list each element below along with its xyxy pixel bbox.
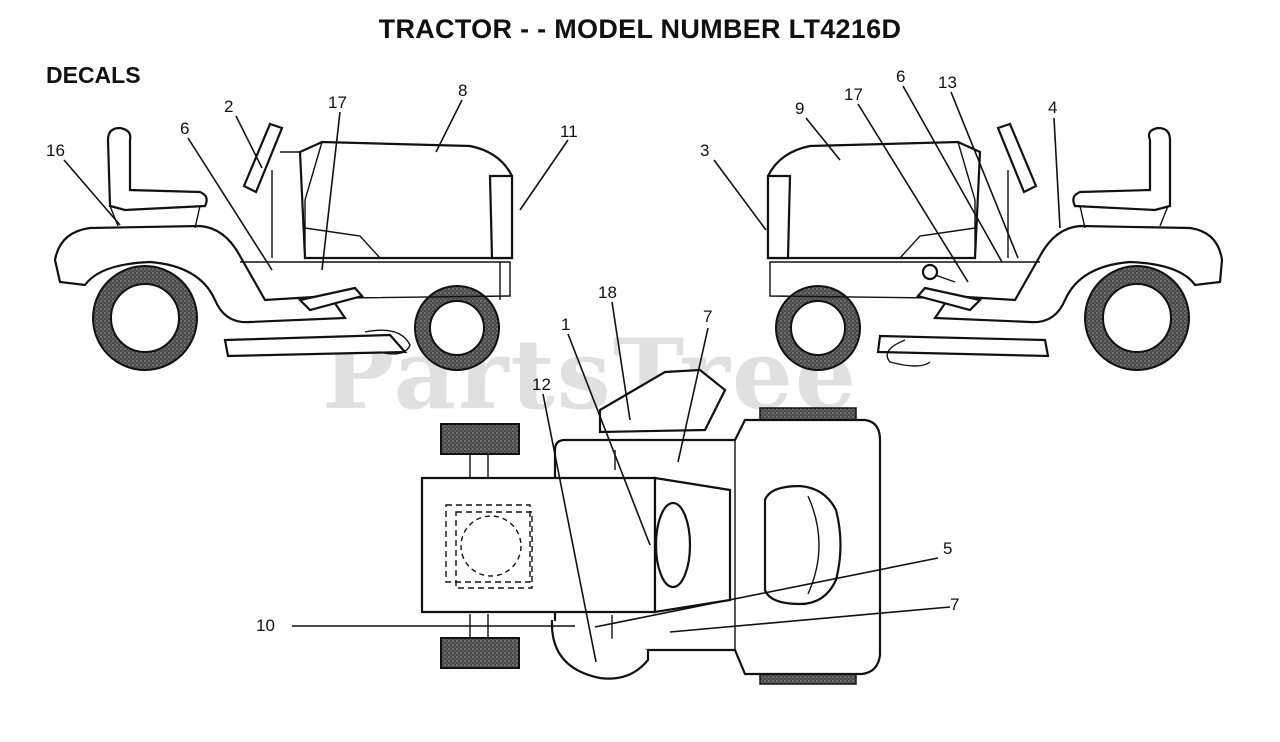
callout-top-7a: 7 xyxy=(703,307,712,326)
callout-right-4: 4 xyxy=(1048,98,1057,117)
callout-top-5: 5 xyxy=(943,539,952,558)
callout-right-3: 3 xyxy=(700,141,709,160)
callout-right-9: 9 xyxy=(795,99,804,118)
tractor-left-view xyxy=(53,122,514,371)
callout-top-12: 12 xyxy=(532,375,551,394)
callout-left-17: 17 xyxy=(328,93,347,112)
callout-numbers: 16 2 6 17 8 11 3 9 17 6 13 4 18 1 7 12 5… xyxy=(46,67,1057,635)
callout-top-18: 18 xyxy=(598,283,617,302)
callout-top-10: 10 xyxy=(256,616,275,635)
callout-right-17: 17 xyxy=(844,85,863,104)
tractor-right-view xyxy=(766,122,1224,371)
callout-right-13: 13 xyxy=(938,73,957,92)
callout-top-7b: 7 xyxy=(950,595,959,614)
section-label: DECALS xyxy=(46,62,141,88)
callout-left-8: 8 xyxy=(458,81,467,100)
diagram-title: TRACTOR - - MODEL NUMBER LT4216D xyxy=(378,14,902,44)
callout-left-11: 11 xyxy=(560,122,578,141)
callout-right-6: 6 xyxy=(896,67,905,86)
callout-top-1: 1 xyxy=(561,315,570,334)
callout-left-16: 16 xyxy=(46,141,65,160)
leader-lines xyxy=(63,85,1061,663)
callout-left-2: 2 xyxy=(224,97,233,116)
tractor-top-view xyxy=(420,368,882,685)
callout-left-6: 6 xyxy=(180,119,189,138)
